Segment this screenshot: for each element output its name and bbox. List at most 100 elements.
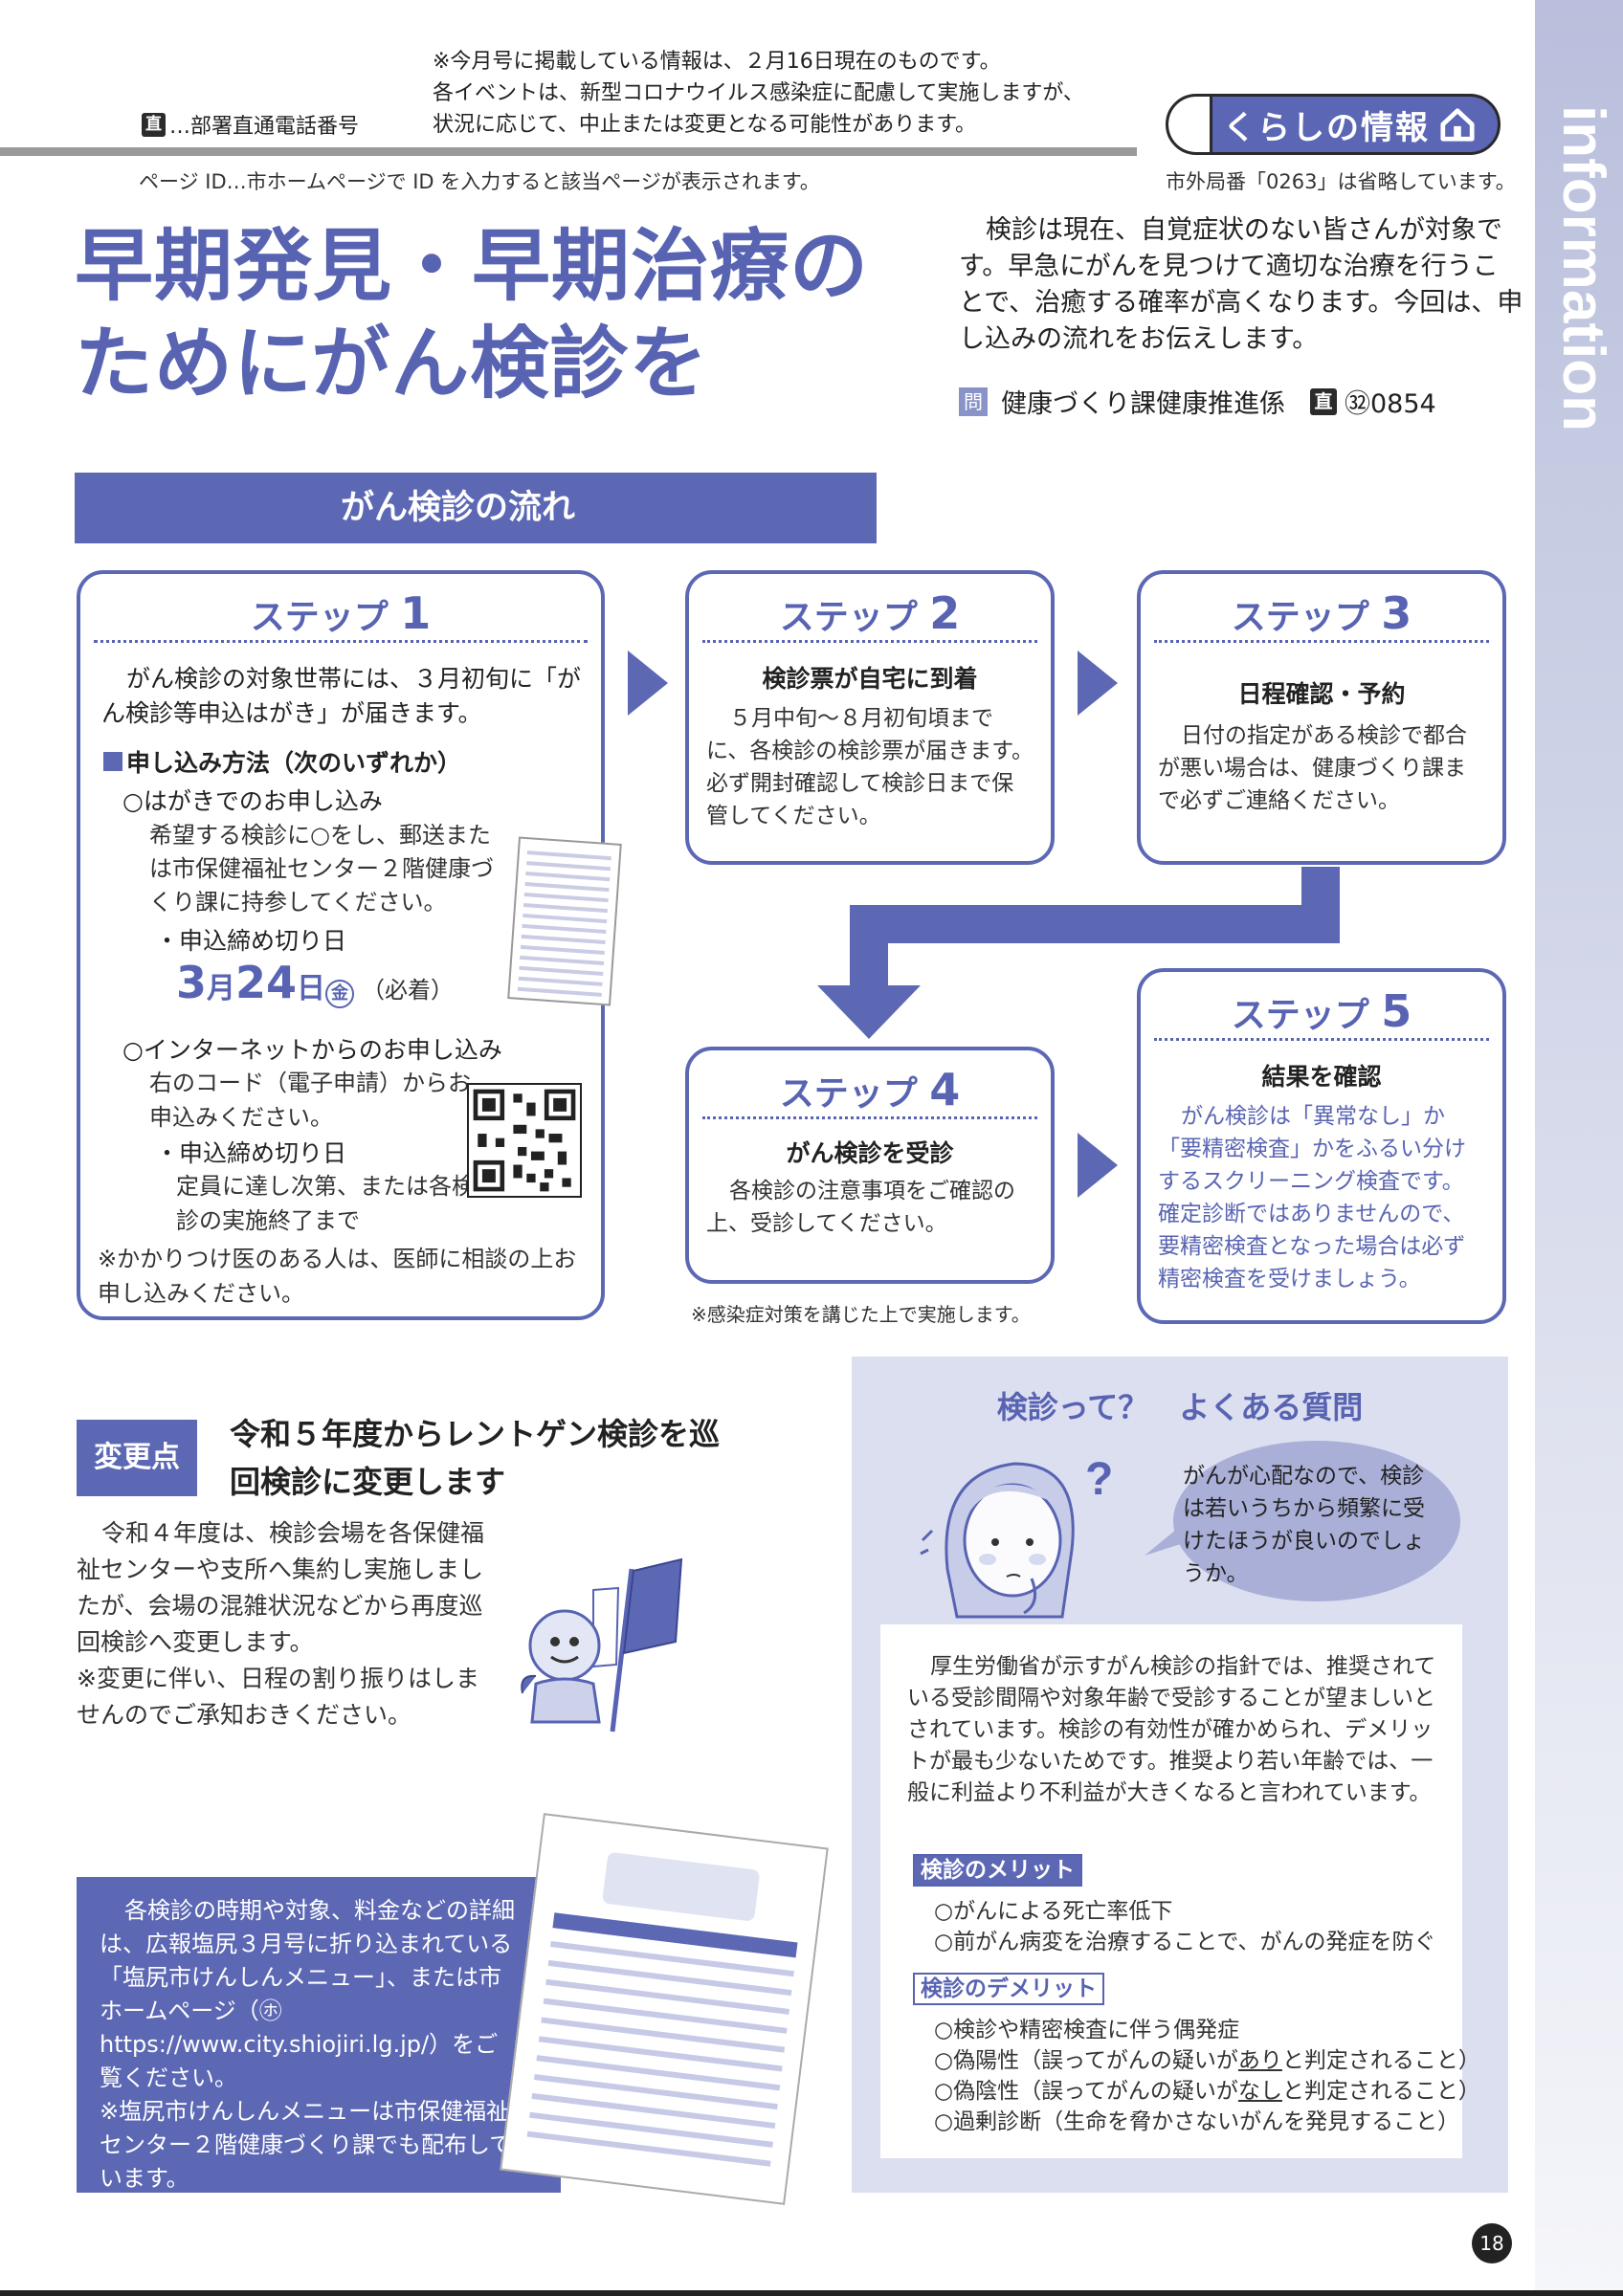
- page-number: 18: [1472, 2223, 1512, 2263]
- change-note: ※変更に伴い、日程の割り振りはしませんのでご承知おきください。: [77, 1665, 479, 1729]
- menu-info-box: [77, 1877, 561, 2193]
- menu-info-body: 各検診の時期や対象、料金などの詳細は、広報塩尻３月号に折り込まれている「塩尻市け…: [100, 1897, 515, 2091]
- demerit-underline: あり: [1237, 2048, 1282, 2073]
- page-title: 早期発見・早期治療の ためにがん検診を: [75, 218, 917, 413]
- direct-phone-mark: 直: [142, 112, 166, 137]
- thinking-woman-illustration: ?: [920, 1454, 1113, 1619]
- step-number: 4: [929, 1064, 961, 1115]
- step-1-heading: ステップ 1: [94, 574, 588, 643]
- deadline-2-label: ・申込締め切り日: [155, 1139, 347, 1167]
- step-2-subtitle: 検診票が自宅に到着: [762, 665, 978, 693]
- header-note: ※今月号に掲載している情報は、２月16日現在のものです。 各イベントは、新型コロ…: [433, 46, 1160, 141]
- section-tab-label: くらしの情報: [1223, 108, 1430, 147]
- step-5-body-text: がん検診は「異常なし」か「要精密検査」かをふるい分けするスクリーニング検査です。…: [1158, 1104, 1466, 1292]
- infection-note: ※感染症対策を講じた上で実施します。: [691, 1303, 1031, 1326]
- qr-code-icon[interactable]: [467, 1083, 582, 1198]
- kenshin-menu-image: [500, 1813, 829, 2205]
- step-3-subtitle: 日程確認・予約: [1237, 680, 1406, 708]
- change-body-text: 令和４年度は、検診会場を各保健福祉センターや支所へ集約し実施しましたが、会場の混…: [77, 1519, 485, 1656]
- step-5-subtitle: 結果を確認: [1261, 1063, 1382, 1091]
- direct-phone-mark: 直: [1310, 387, 1337, 415]
- step-4-subtitle: がん検診を受診: [786, 1139, 954, 1167]
- contact-dept: 健康づくり課健康推進係: [1001, 389, 1285, 419]
- step-1-intro-text: がん検診の対象世帯には、３月初旬に「がん検診等申込はがき」が届きます。: [101, 665, 582, 727]
- step-number: 1: [400, 587, 432, 639]
- step-3-body: 日付の指定がある検診で都合が悪い場合は、健康づくり課まで必ずご連絡ください。: [1158, 719, 1485, 817]
- demerit-underline: なし: [1237, 2079, 1282, 2104]
- arrow-right-icon: [1078, 1133, 1118, 1198]
- phone-legend-text: …部署直通電話番号: [169, 115, 360, 139]
- side-word-text: information: [1550, 105, 1616, 431]
- header-note-line: 状況に応じて、中止または変更となる可能性があります。: [433, 113, 977, 137]
- deadline-month-unit: 月: [207, 972, 236, 1005]
- change-body: 令和４年度は、検診会場を各保健福祉センターや支所へ集約し実施しましたが、会場の混…: [77, 1515, 488, 1733]
- deadline-day: 24: [235, 957, 298, 1008]
- speech-bubble: [1145, 1437, 1464, 1605]
- merit-item: ○前がん病変を治療することで、がんの発症を防ぐ: [934, 1930, 1436, 1954]
- merit-label: 検診のメリット: [913, 1854, 1082, 1887]
- demerit-item: ○偽陽性（誤ってがんの疑いがありと判定されること）: [934, 2042, 1480, 2074]
- step-number: 5: [1381, 985, 1412, 1037]
- step-2-body-text: ５月中旬～８月初旬頃までに、各検診の検診票が届きます。必ず開封確認して検診日まで…: [706, 706, 1034, 828]
- intro-body: 検診は現在、自覚症状のない皆さんが対象です。早急にがんを見つけて適切な治療を行う…: [959, 215, 1523, 354]
- contact-line: 問 健康づくり課健康推進係 直 ㉜0854: [959, 383, 1436, 420]
- arrow-right-icon: [1078, 651, 1118, 716]
- menu-info-note: ※塩尻市けんしんメニューは市保健福祉センター２階健康づくり課でも配布しています。: [100, 2098, 513, 2192]
- home-icon: [1440, 108, 1475, 142]
- page-id-note: ページ ID…市ホームページで ID を入力すると該当ページが表示されます。: [139, 170, 820, 193]
- demerit-text: ○偽陰性（誤ってがんの疑いが: [934, 2079, 1238, 2104]
- step-1-box: ステップ 1 がん検診の対象世帯には、３月初旬に「がん検診等申込はがき」が届きま…: [77, 570, 622, 1320]
- step-3-body-text: 日付の指定がある検診で都合が悪い場合は、健康づくり課まで必ずご連絡ください。: [1158, 723, 1467, 813]
- deadline-day-unit: 日: [297, 972, 326, 1005]
- menu-info-text: 各検診の時期や対象、料金などの詳細は、広報塩尻３月号に折り込まれている「塩尻市け…: [100, 1894, 521, 2196]
- step-4-box: ステップ 4 がん検診を受診 各検診の注意事項をご確認の上、受診してください。: [685, 1047, 1055, 1284]
- step-2-heading: ステップ 2: [702, 574, 1037, 643]
- mascot-illustration: [521, 1557, 683, 1733]
- demerit-item: ○偽陰性（誤ってがんの疑いがなしと判定されること）: [934, 2072, 1480, 2105]
- apply-method-text: 申し込み方法（次のいずれか）: [126, 749, 462, 777]
- faq-answer-text: 厚生労働省が示すがん検診の指針では、推奨されている受診間隔や対象年齢で受診するこ…: [907, 1654, 1436, 1805]
- step-4-body: 各検診の注意事項をご確認の上、受診してください。: [706, 1175, 1034, 1240]
- step-5-box: ステップ 5 結果を確認 がん検診は「異常なし」か「要精密検査」かをふるい分けす…: [1137, 968, 1506, 1324]
- faq-answer: 厚生労働省が示すがん検診の指針では、推奨されている受診間隔や対象年齢で受診するこ…: [907, 1651, 1439, 1809]
- exchange-note: 市外局番「0263」は省略しています。: [1166, 170, 1516, 193]
- svg-text:?: ?: [1085, 1454, 1113, 1505]
- merit-item: ○がんによる死亡率低下: [934, 1899, 1173, 1924]
- page-title-line: 早期発見・早期治療の: [75, 221, 870, 312]
- deadline-2-body: 定員に達し次第、または各検診の実施終了まで: [176, 1173, 475, 1234]
- demerit-text: ○偽陽性（誤ってがんの疑いが: [934, 2048, 1238, 2073]
- square-bullet-icon: [103, 752, 122, 771]
- deadline-weekday: 金: [325, 979, 355, 1008]
- postcard-image: [507, 836, 622, 1006]
- step-word: ステップ: [779, 598, 918, 637]
- faq-answer-panel: 検診のメリット ○がんによる死亡率低下 ○前がん病変を治療することで、がんの発症…: [880, 1624, 1480, 2158]
- phone-legend: 直 …部署直通電話番号: [142, 109, 359, 140]
- section-tab: くらしの情報: [1166, 94, 1501, 155]
- step-1-intro: がん検診の対象世帯には、３月初旬に「がん検診等申込はがき」が届きます。: [101, 662, 589, 731]
- step-3-box: ステップ 3 日程確認・予約 日付の指定がある検診で都合が悪い場合は、健康づくり…: [1137, 570, 1506, 865]
- step-2-box: ステップ 2 検診票が自宅に到着 ５月中旬～８月初旬頃までに、各検診の検診票が届…: [685, 570, 1055, 865]
- flow-heading: がん検診の流れ: [75, 473, 877, 543]
- step-4-heading: ステップ 4: [702, 1050, 1037, 1119]
- step-word: ステップ: [779, 1074, 918, 1114]
- page-title-line: ためにがん検診を: [75, 319, 709, 409]
- deadline-note: （必着）: [362, 977, 455, 1004]
- change-title: 令和５年度からレントゲン検診を巡回検診に変更します: [230, 1416, 721, 1500]
- step-2-body: ５月中旬～８月初旬頃までに、各検診の検診票が届きます。必ず開封確認して検診日まで…: [706, 702, 1034, 832]
- deadline-date: 3月24日金 （必着）: [176, 957, 454, 1008]
- step-5-body: がん検診は「異常なし」か「要精密検査」かをふるい分けするスクリーニング検査です。…: [1158, 1100, 1485, 1295]
- deadline-month: 3: [176, 957, 208, 1008]
- header-note-line: 各イベントは、新型コロナウイルス感染症に配慮して実施しますが、: [433, 81, 1084, 105]
- section-tab-cap: [1168, 97, 1212, 152]
- doctor-note: ※かかりつけ医のある人は、医師に相談の上お申し込みください。: [98, 1246, 577, 1307]
- bottom-border: [0, 2290, 1623, 2296]
- faq-question: がんが心配なので、検診は若いうちから頻繁に受けたほうが良いのでしょうか。: [1183, 1464, 1425, 1586]
- demerit-label: 検診のデメリット: [913, 1973, 1104, 2005]
- inquiry-mark: 問: [959, 386, 988, 416]
- apply-method-heading: 申し込み方法（次のいずれか）: [103, 744, 461, 779]
- step-word: ステップ: [1231, 996, 1369, 1035]
- demerit-text: と判定されること）: [1281, 2048, 1480, 2073]
- demerit-item: ○過剰診断（生命を脅かさないがんを発見すること）: [934, 2109, 1460, 2134]
- header-divider: [0, 147, 1137, 156]
- deadline-label: ・申込締め切り日: [155, 927, 347, 955]
